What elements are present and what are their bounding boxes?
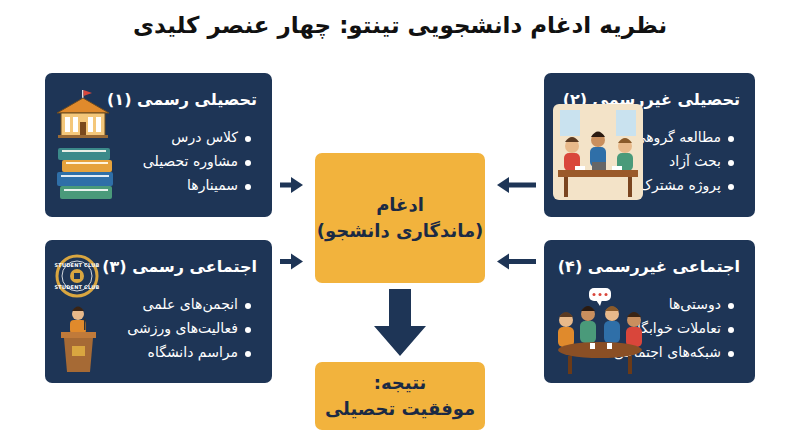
- bullet-dot: [728, 303, 734, 309]
- bullet-dot: [245, 184, 251, 190]
- flow-arrow: [497, 177, 536, 193]
- bullet-item: مطالعه گروهی: [635, 129, 721, 145]
- bullet-dot: [245, 351, 251, 357]
- integration-box: ادغام(ماندگاری دانشجو): [315, 153, 485, 283]
- center-text: موفقیت تحصیلی: [325, 396, 475, 422]
- center-text: ادغام: [376, 192, 424, 218]
- bullet-item: کلاس درس: [171, 129, 238, 145]
- integration-box: نتیجه:موفقیت تحصیلی: [315, 362, 485, 430]
- bullet-item: مراسم دانشگاه: [148, 344, 238, 360]
- box-heading: تحصیلی رسمی (۱): [107, 90, 257, 109]
- bullet-item: دوستی‌ها: [669, 296, 721, 312]
- flow-arrow: [374, 289, 426, 356]
- element-box: اجتماعی غیررسمی (۴) دوستی‌ها تعاملات خوابگ…: [544, 240, 755, 383]
- bullet-item: تعاملات خوابگاه: [630, 320, 721, 336]
- bullet-dot: [728, 160, 734, 166]
- bullet-item: مشاوره تحصیلی: [143, 153, 238, 169]
- group-study-icon: [553, 104, 643, 200]
- bullet-item: سمینارها: [187, 177, 238, 193]
- flow-arrow: [497, 254, 536, 270]
- bullet-dot: [728, 184, 734, 190]
- bullet-dot: [245, 136, 251, 142]
- bullet-item: فعالیت‌های ورزشی: [127, 320, 238, 336]
- bullet-dot: [728, 351, 734, 357]
- bullet-dot: [245, 160, 251, 166]
- bullet-dot: [728, 327, 734, 333]
- badge-text: STUDENT CLUB: [55, 284, 100, 290]
- box-heading: اجتماعی غیررسمی (۴): [558, 257, 740, 276]
- bullet-item: انجمن‌های علمی: [143, 296, 238, 312]
- bullet-dot: [245, 327, 251, 333]
- flow-arrow: [280, 254, 303, 270]
- bullet-item: پروژه مشترک: [640, 177, 721, 193]
- flow-arrow: [280, 177, 303, 193]
- center-text: نتیجه:: [374, 370, 427, 396]
- box-heading: اجتماعی رسمی (۳): [102, 257, 257, 276]
- bullet-dot: [245, 303, 251, 309]
- books-icon: [57, 148, 113, 199]
- diagram-title: نظریه ادغام دانشجویی تینتو: چهار عنصر کل…: [0, 12, 800, 38]
- bullet-item: بحث آزاد: [669, 153, 721, 169]
- badge-text: STUDENT CLUB: [55, 262, 100, 268]
- bullet-dot: [728, 136, 734, 142]
- center-text: (ماندگاری دانشجو): [317, 218, 484, 244]
